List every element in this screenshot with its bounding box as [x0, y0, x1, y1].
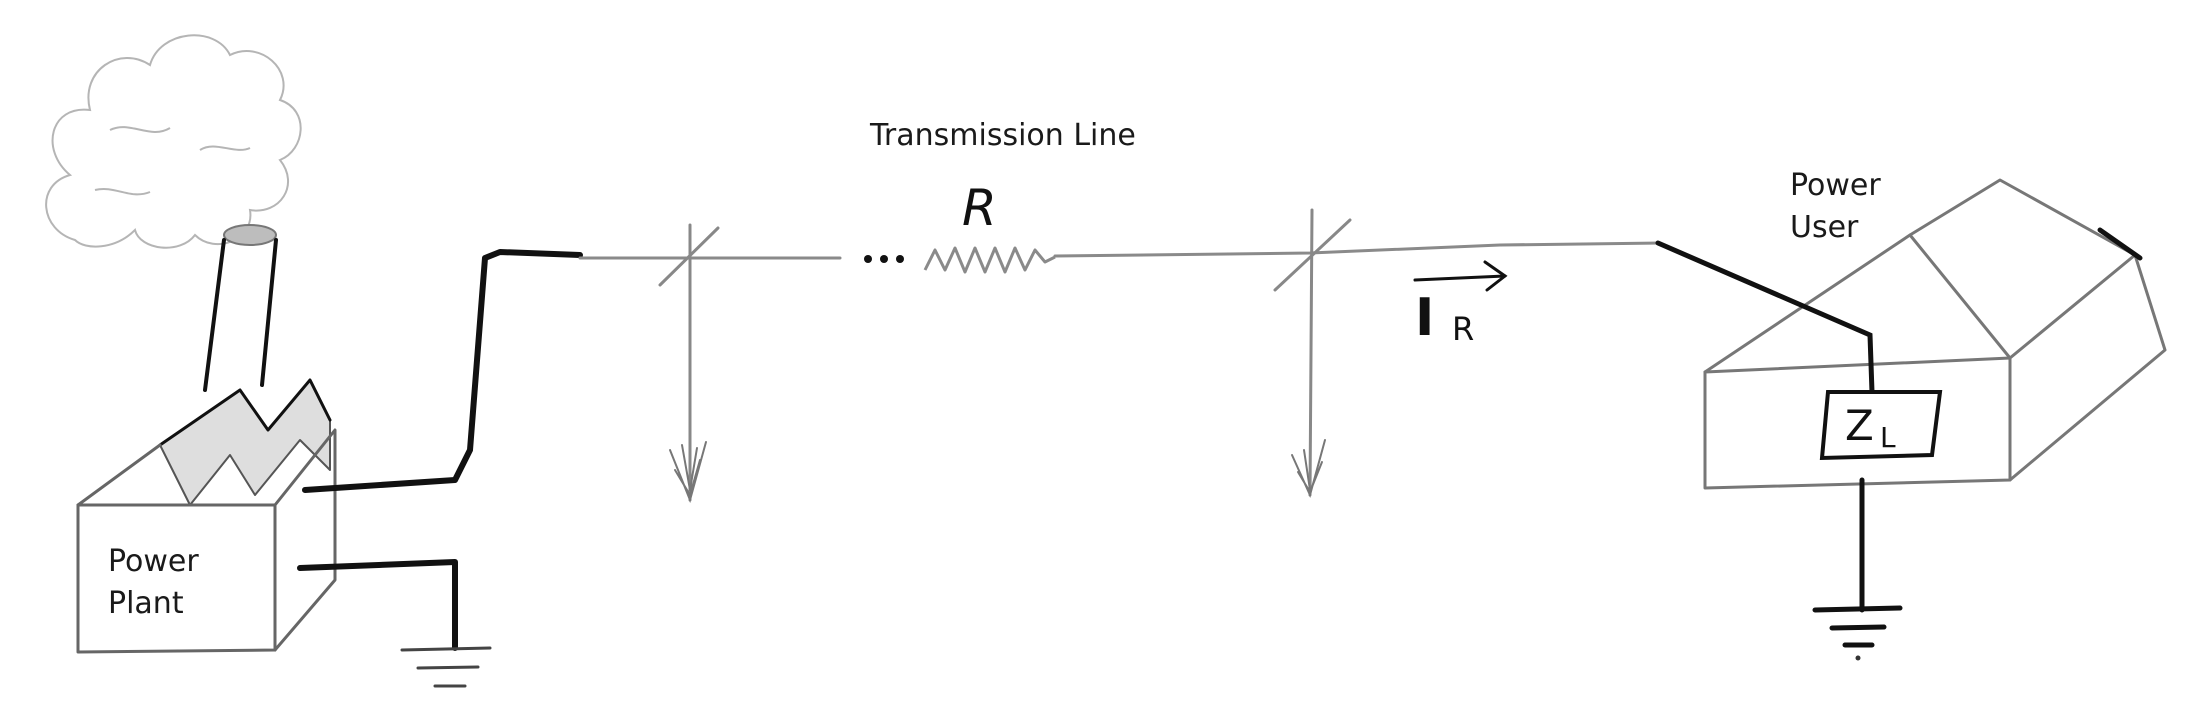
- power-user-label-line1: Power: [1790, 168, 1881, 203]
- arrow-icon: [1413, 260, 1508, 292]
- factory-icon: [76, 224, 337, 654]
- pole-icon: [1273, 208, 1352, 498]
- house-icon: [1703, 178, 2167, 490]
- ground-icon: [1812, 605, 1903, 648]
- power-plant-label-line2: Plant: [108, 586, 184, 621]
- house-wiring: [1655, 240, 1875, 613]
- load-subscript: L: [1880, 421, 1896, 454]
- resistor-icon: [923, 246, 1056, 274]
- load-label: Z: [1845, 401, 1874, 450]
- ellipsis-dots: [864, 255, 904, 263]
- ground-icon: [400, 646, 492, 688]
- resistor-label: R: [962, 179, 997, 237]
- current-label: I: [1415, 288, 1434, 348]
- ground-dot: [1855, 655, 1861, 661]
- pole-icon: [658, 223, 720, 504]
- current-subscript: R: [1452, 310, 1474, 348]
- load-box: [1819, 390, 1943, 461]
- transmission-line-label: Transmission Line: [870, 118, 1136, 153]
- power-user-label-line2: User: [1790, 210, 1859, 245]
- power-plant-label-line1: Power: [108, 544, 199, 579]
- transmission-line-wire: [578, 241, 1662, 260]
- plant-wiring: [297, 249, 583, 651]
- smoke-icon: [45, 34, 302, 249]
